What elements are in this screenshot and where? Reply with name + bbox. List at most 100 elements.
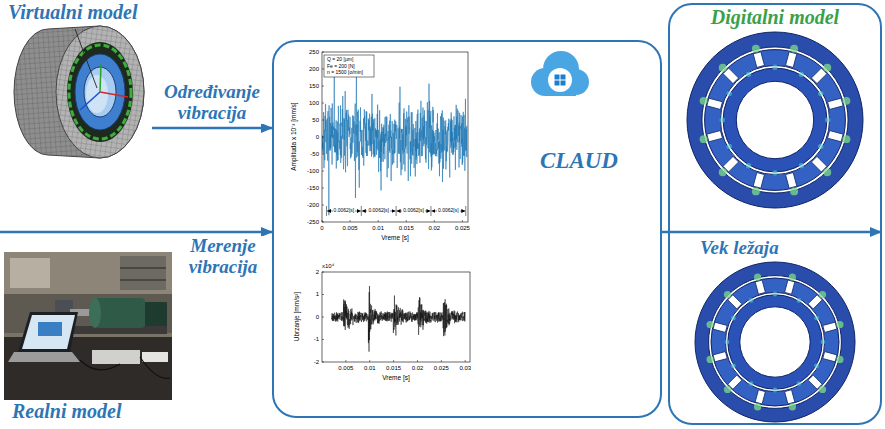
roller-pocket xyxy=(755,280,765,294)
node-title: Realni model xyxy=(12,400,121,423)
axis-tick xyxy=(369,360,370,362)
axis-tick xyxy=(462,220,463,222)
chart-label: Vreme [s] xyxy=(381,234,409,241)
chart-label: -50 xyxy=(310,151,319,158)
bearing-model xyxy=(56,26,144,158)
axis-tick xyxy=(361,206,362,216)
stress-spot xyxy=(825,117,830,122)
cloud-icon xyxy=(561,81,566,86)
chart-label: Q = 20 [μm] xyxy=(327,57,353,63)
chart-label: 0.01 xyxy=(364,365,376,372)
bearing-fem xyxy=(695,262,855,422)
cloud-icon xyxy=(561,75,566,80)
stress-spot xyxy=(752,45,760,53)
stress-spot xyxy=(700,135,708,143)
axis-tick xyxy=(393,360,394,362)
axis-tick xyxy=(465,206,466,216)
axis-tick xyxy=(434,220,435,222)
chart-label: 0.03 xyxy=(459,365,471,372)
roller-pocket xyxy=(785,280,795,294)
cloud-icon xyxy=(531,51,589,96)
stress-spot xyxy=(727,91,732,96)
stress-spot xyxy=(749,298,754,303)
acceleration-signal xyxy=(332,286,466,352)
velocity-signal xyxy=(322,55,467,215)
lab-photo xyxy=(140,357,170,378)
stress-spot xyxy=(799,72,804,77)
acceleration-signal xyxy=(332,286,466,352)
chart-label: -150 xyxy=(307,185,319,192)
axis-title: Ubrzanje [mm/s²] xyxy=(293,292,300,341)
lab-photo xyxy=(18,312,78,352)
chart-label: 0 xyxy=(320,225,323,232)
stress-spot xyxy=(746,163,751,168)
stress-spot xyxy=(746,72,751,77)
bearing-ring xyxy=(687,32,863,208)
stress-spot xyxy=(797,381,802,386)
roller-pocket xyxy=(707,131,723,142)
chart-label: 0 xyxy=(316,134,319,141)
chart-label: 250 xyxy=(309,49,319,56)
lab-photo xyxy=(4,252,172,294)
axis-tick xyxy=(322,69,324,70)
bearing-fem xyxy=(687,32,863,208)
stress-spot xyxy=(706,321,713,328)
chart-label: 0.01 xyxy=(372,225,384,232)
lab-photo xyxy=(80,360,120,370)
bearing-ring xyxy=(695,262,855,422)
bearing-model xyxy=(14,26,144,158)
lab-photo xyxy=(92,350,140,364)
cloud-icon xyxy=(548,68,572,92)
axis-tick xyxy=(396,206,397,216)
node-title: CLAUD xyxy=(540,148,618,174)
stress-spot xyxy=(814,364,819,369)
axis-title: Amplituda x 10⁻³ [mm/s] xyxy=(289,103,296,171)
axis-tick xyxy=(322,317,324,318)
stress-spot xyxy=(706,356,713,363)
stress-spot xyxy=(752,187,760,195)
stress-spot xyxy=(836,321,843,328)
stress-spot xyxy=(727,144,732,149)
axis-tick xyxy=(345,360,346,362)
chart-label: 0.02 xyxy=(412,365,424,372)
stress-spot xyxy=(754,403,761,410)
stress-spot xyxy=(842,135,850,143)
chart-label: 0.02 xyxy=(428,225,440,232)
stress-spot xyxy=(842,97,850,105)
stress-spot xyxy=(773,388,778,393)
axis-tick xyxy=(350,220,351,222)
lab-photo xyxy=(120,279,166,281)
lab-photo xyxy=(89,298,101,328)
stress-spot xyxy=(719,64,727,72)
roller-pocket xyxy=(753,173,764,189)
axis-tick xyxy=(322,362,324,363)
bearing-model xyxy=(100,92,128,97)
connector-layer xyxy=(152,128,881,232)
chart-legend-box xyxy=(324,55,374,77)
stress-spot xyxy=(790,187,798,195)
figure-node: Realni model xyxy=(0,232,174,428)
stress-spot xyxy=(797,298,802,303)
lab-photo xyxy=(38,322,62,336)
lab-photo xyxy=(8,352,80,362)
roller-pocket xyxy=(828,98,844,109)
roller-pocket xyxy=(786,173,797,189)
stress-spot xyxy=(823,64,831,72)
lab-photo xyxy=(10,258,50,288)
interval-label: 0.0062[s] xyxy=(402,208,425,214)
stress-spot xyxy=(700,97,708,105)
bearing-model xyxy=(75,29,97,88)
chart-label: Fe = 200 [N] xyxy=(327,64,355,70)
bearing-fem xyxy=(687,32,863,422)
axis-tick xyxy=(322,205,324,206)
stress-spot xyxy=(731,316,736,321)
axis-tick xyxy=(322,171,324,172)
stress-spot xyxy=(818,144,823,149)
stress-spot xyxy=(754,273,761,280)
cloud-icon xyxy=(555,75,560,80)
bearing-model xyxy=(69,45,131,139)
stress-spot xyxy=(836,356,843,363)
axis-tick xyxy=(322,154,324,155)
axis-tick xyxy=(378,220,379,222)
